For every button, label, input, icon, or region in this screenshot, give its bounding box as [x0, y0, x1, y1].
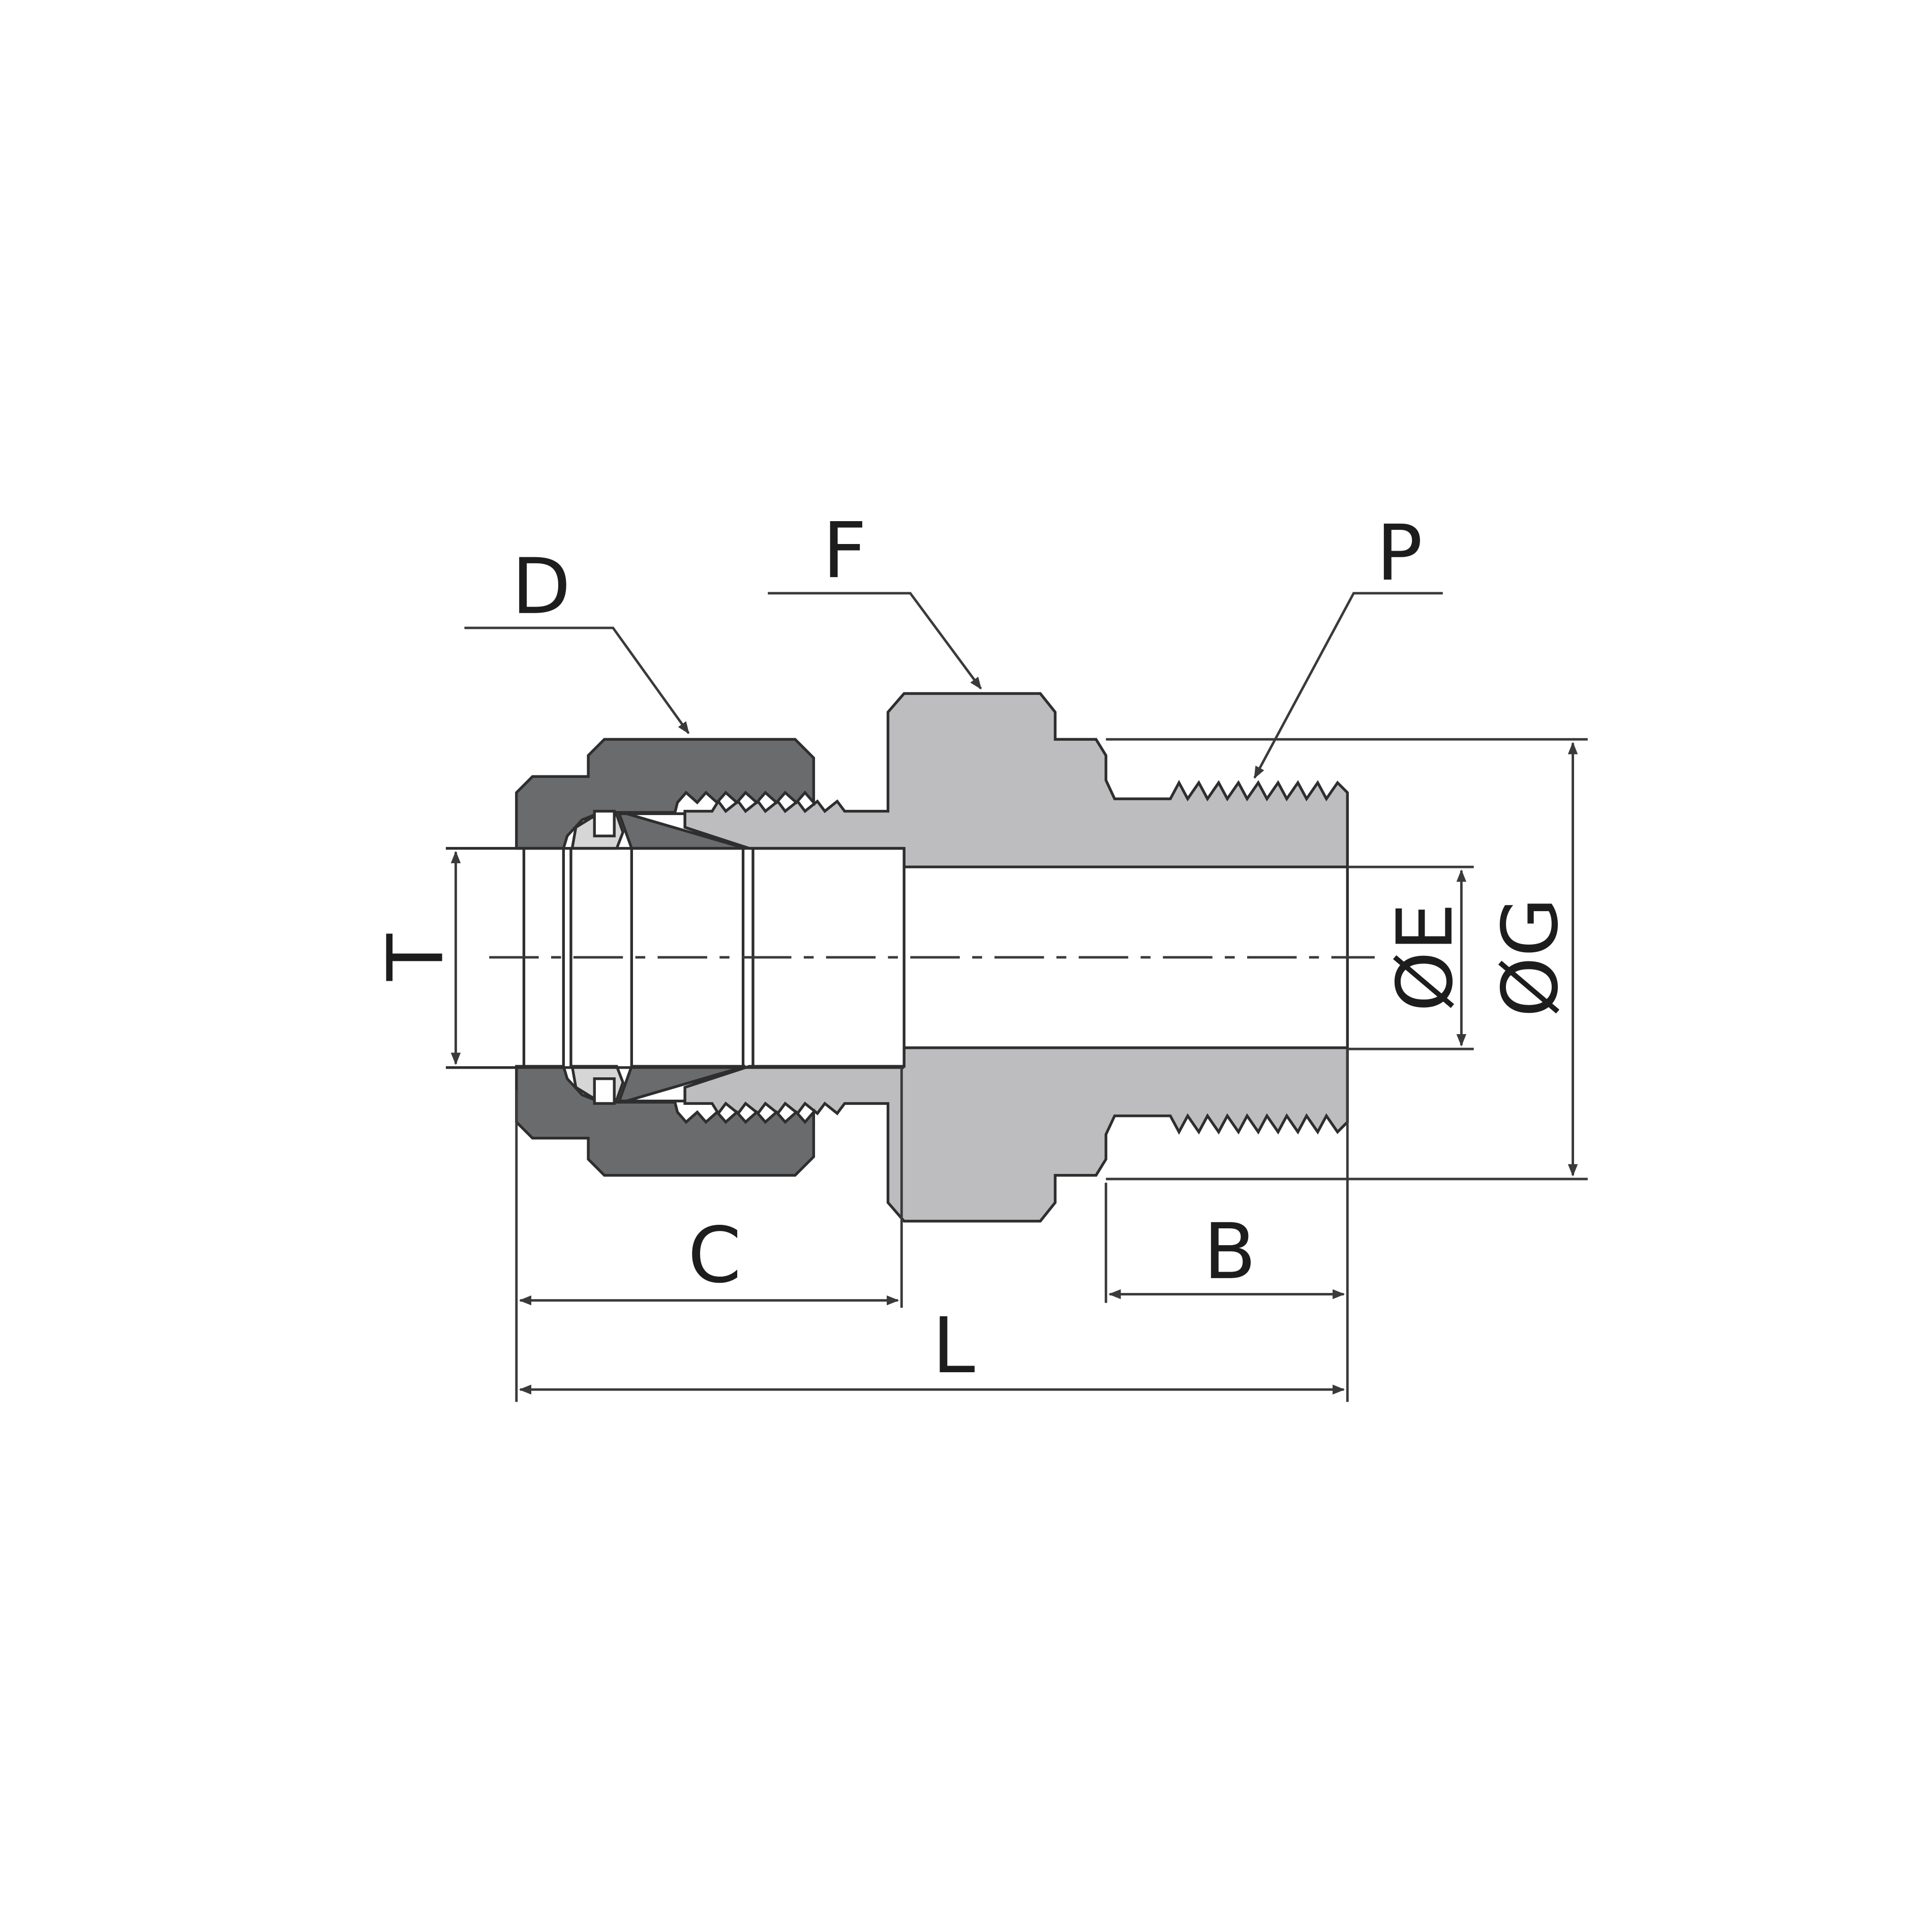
back-ferrule-notch	[593, 809, 616, 837]
label-length-l: L	[932, 1301, 975, 1391]
label-tube-t: T	[371, 933, 461, 981]
label-length-b: B	[1203, 1207, 1256, 1296]
dimension-lines	[450, 738, 1588, 1402]
leader-lines	[464, 592, 1443, 779]
fitting-half-section	[515, 692, 1349, 868]
label-length-c: C	[688, 1211, 741, 1300]
label-nut-d: D	[511, 542, 570, 631]
label-thread-od-g: ØG	[1486, 897, 1575, 1017]
fitting-body	[683, 692, 1349, 868]
ferrule-gap	[626, 812, 746, 850]
label-bore-e: ØE	[1380, 903, 1470, 1012]
label-hex-f: F	[823, 506, 867, 595]
label-thread-p: P	[1376, 508, 1423, 598]
